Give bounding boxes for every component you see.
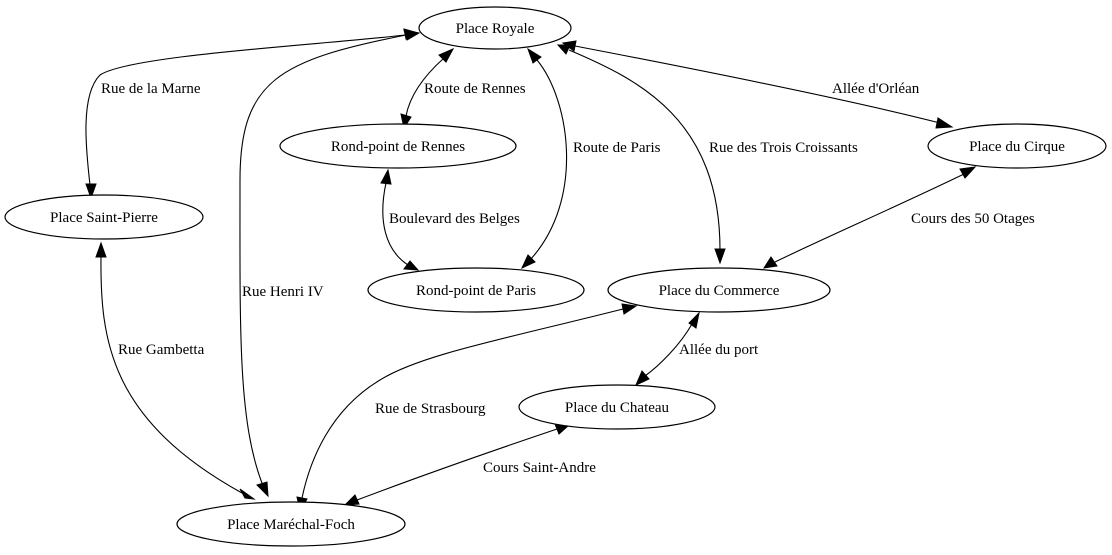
edge-cours-saint-andre <box>343 423 571 506</box>
node-place-saint-pierre[interactable]: Place Saint-Pierre <box>4 194 204 240</box>
edge-route-de-paris <box>520 47 568 270</box>
edge-label-cours-des-50-otages: Cours des 50 Otages <box>911 211 1035 227</box>
node-label-rond-point-de-rennes: Rond-point de Rennes <box>331 139 465 155</box>
edge-label-rue-de-strasbourg: Rue de Strasbourg <box>375 401 486 417</box>
node-place-du-cirque[interactable]: Place du Cirque <box>927 123 1107 169</box>
edge-rue-de-la-marne <box>85 28 420 200</box>
node-label-place-marechal-foch: Place Maréchal-Foch <box>227 517 355 533</box>
edge-label-allee-du-port: Allée du port <box>679 342 759 358</box>
edge-cours-des-50-otages <box>762 166 977 269</box>
node-label-place-du-chateau: Place du Chateau <box>565 400 670 416</box>
edge-label-boulevard-des-belges: Boulevard des Belges <box>389 211 520 227</box>
node-label-place-saint-pierre: Place Saint-Pierre <box>50 210 158 226</box>
node-place-royale[interactable]: Place Royale <box>418 6 572 50</box>
node-label-place-du-cirque: Place du Cirque <box>969 139 1065 155</box>
edge-label-rue-gambetta: Rue Gambetta <box>118 342 205 358</box>
node-rond-point-de-paris[interactable]: Rond-point de Paris <box>367 267 585 313</box>
node-label-place-du-commerce: Place du Commerce <box>659 283 780 299</box>
edge-label-route-de-rennes: Route de Rennes <box>424 81 526 97</box>
edge-boulevard-des-belges <box>380 168 420 271</box>
edge-label-rue-henri-iv: Rue Henri IV <box>242 284 324 300</box>
node-rond-point-de-rennes[interactable]: Rond-point de Rennes <box>279 123 517 169</box>
edge-label-rue-des-trois-croissants: Rue des Trois Croissants <box>709 140 858 156</box>
edge-allee-du-port <box>635 311 700 386</box>
edge-label-rue-de-la-marne: Rue de la Marne <box>101 81 201 97</box>
edge-rue-gambetta <box>95 241 256 500</box>
edge-rue-des-trois-croissants <box>556 44 726 265</box>
node-place-marechal-foch[interactable]: Place Maréchal-Foch <box>176 501 406 547</box>
edge-label-allee-dorlean: Allée d'Orléan <box>832 81 920 97</box>
node-place-du-commerce[interactable]: Place du Commerce <box>607 267 831 313</box>
edge-label-cours-saint-andre: Cours Saint-Andre <box>483 460 596 476</box>
node-place-du-chateau[interactable]: Place du Chateau <box>518 384 716 430</box>
node-label-place-royale: Place Royale <box>456 21 535 37</box>
edge-rue-henri-iv <box>239 29 421 498</box>
node-label-rond-point-de-paris: Rond-point de Paris <box>416 283 536 299</box>
edge-label-route-de-paris: Route de Paris <box>573 140 661 156</box>
